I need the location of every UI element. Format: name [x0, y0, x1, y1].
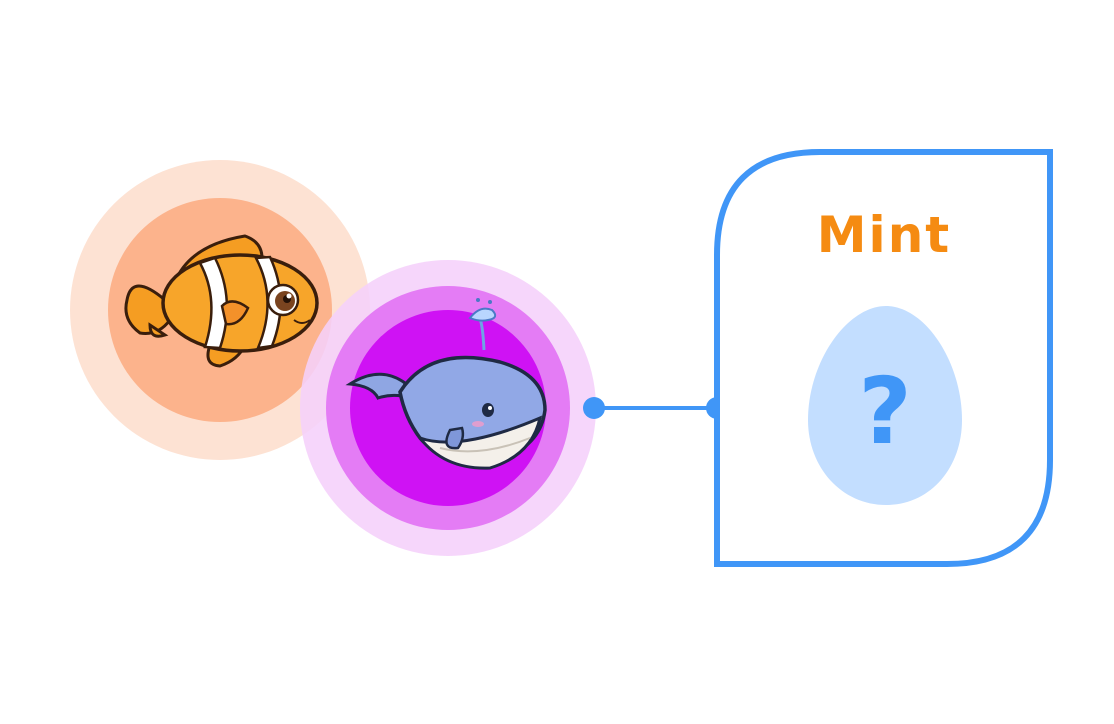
mystery-egg-icon: ?: [808, 306, 962, 505]
egg-shape: [808, 306, 962, 505]
clownfish-token: [70, 160, 370, 460]
whale-icon: [345, 298, 547, 470]
clownfish-icon: [124, 234, 319, 368]
mint-panel: ?: [714, 149, 1053, 567]
mint-title: Mint: [816, 206, 952, 264]
question-mark: ?: [858, 358, 911, 465]
whale-token: [300, 260, 596, 556]
connector: [583, 397, 728, 419]
connector-start-dot: [583, 397, 605, 419]
